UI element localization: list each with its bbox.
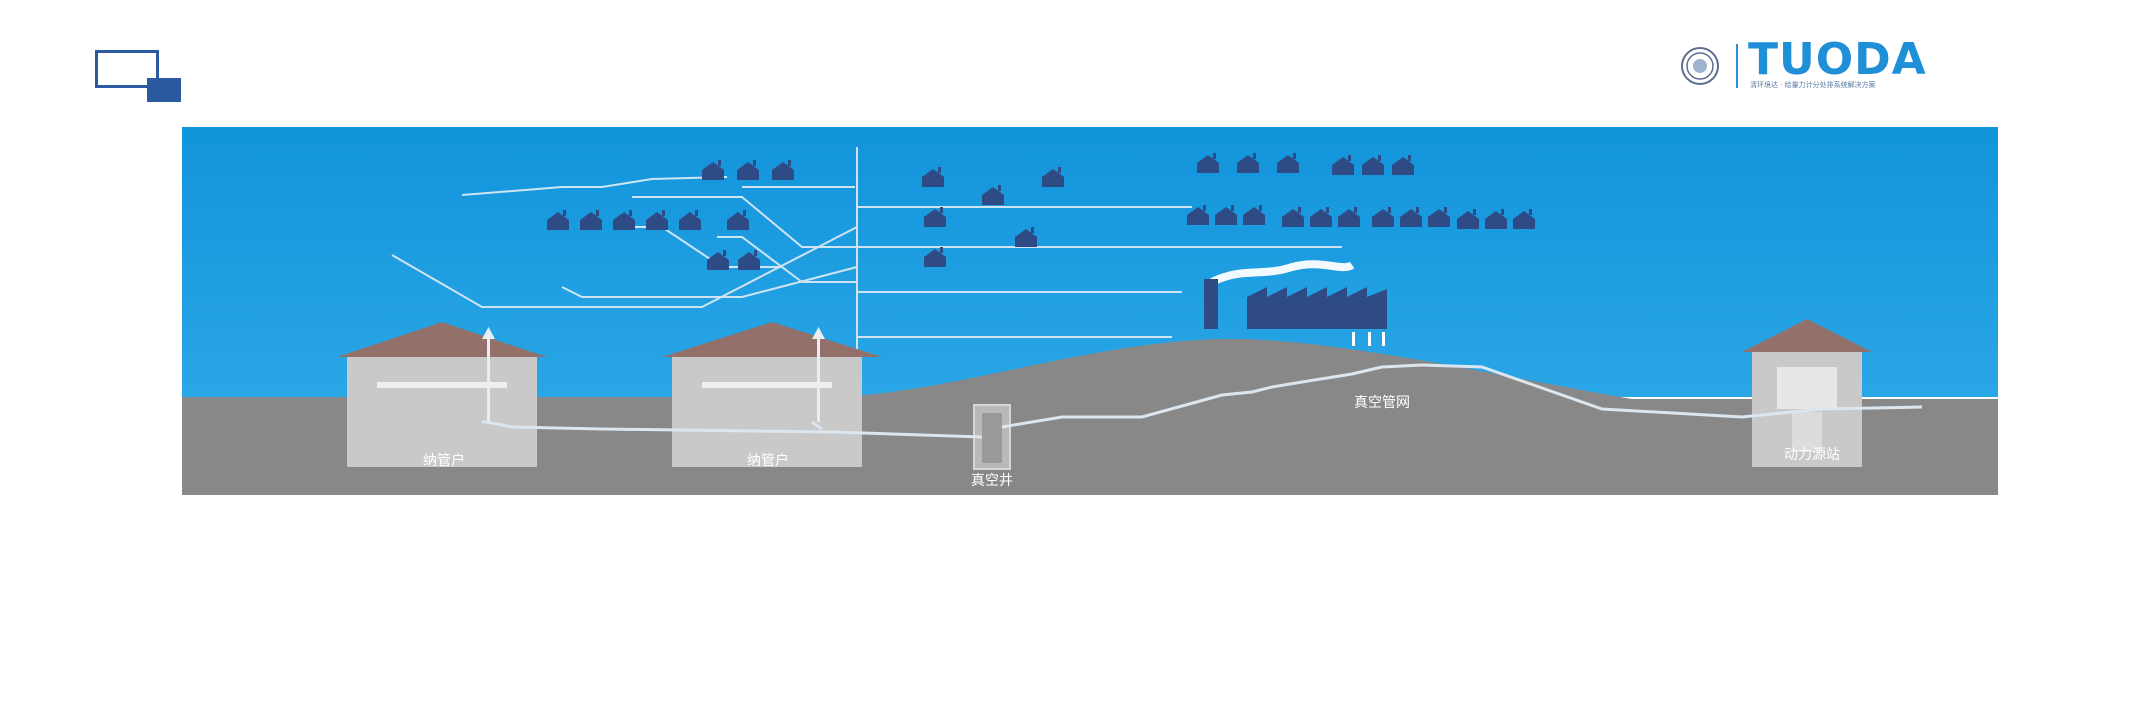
label-house-2: 纳管户 <box>747 452 789 469</box>
company-logo: TUODA 清环境达 · 给量力计分处排系统解决方案 <box>1680 34 2010 92</box>
logo-brand-text: TUODA <box>1748 34 1927 85</box>
vacuum-sewer-diagram: 纳管户 纳管户 真空井 真空管网 动力源站 <box>182 127 1998 495</box>
vacuum-main-pipe <box>482 363 1923 439</box>
house-2 <box>662 322 882 467</box>
label-vacuum-network: 真空管网 <box>1354 395 1410 411</box>
power-station-building <box>1742 319 1872 467</box>
label-power-station: 动力源站 <box>1784 447 1840 463</box>
window-corner-icon <box>95 50 185 102</box>
label-vacuum-well: 真空井 <box>971 473 1013 489</box>
branch-pipes <box>391 147 1342 417</box>
seal-icon <box>1681 47 1719 85</box>
house-1 <box>337 322 547 467</box>
vacuum-well <box>973 404 1011 470</box>
label-house-1: 纳管户 <box>423 452 465 469</box>
logo-tagline: 清环境达 · 给量力计分处排系统解决方案 <box>1750 81 1876 89</box>
logo-separator <box>1736 44 1738 88</box>
factory <box>1204 260 1387 346</box>
